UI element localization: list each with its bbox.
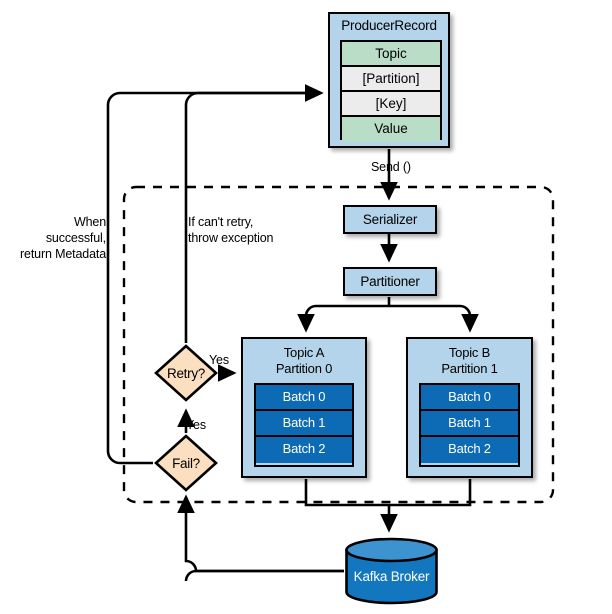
diamond-shape-fail <box>154 434 218 492</box>
field-key: [Key] <box>342 92 440 117</box>
return-metadata-label: When successful, return Metadata <box>14 214 106 262</box>
topic-a-partition: Partition 0 <box>275 360 333 376</box>
merge-from-topic-a <box>304 479 389 507</box>
topic-b-name: Topic B <box>448 345 491 360</box>
throw-exception-line1: If can't retry, <box>188 215 254 229</box>
arrow-broker-to-fail <box>177 494 344 573</box>
kafka-broker-cylinder: Kafka Broker <box>344 537 439 605</box>
partitioner-box: Partitioner <box>343 267 437 296</box>
topic-a-title: Topic A Partition 0 <box>243 345 365 376</box>
yes-label-retry: Yes <box>209 353 229 367</box>
producer-boundary <box>122 185 555 504</box>
topic-b-batches: Batch 0 Batch 1 Batch 2 <box>419 383 520 467</box>
topic-a-name: Topic A <box>283 345 325 360</box>
topic-a-box: Topic A Partition 0 Batch 0 Batch 1 Batc… <box>241 337 367 478</box>
field-partition: [Partition] <box>342 67 440 92</box>
batch-item: Batch 2 <box>421 437 518 463</box>
arrow-return-metadata <box>106 84 324 465</box>
batch-item: Batch 1 <box>256 411 352 437</box>
producer-record-box: ProducerRecord Topic [Partition] [Key] V… <box>328 12 450 148</box>
producer-record-title: ProducerRecord <box>341 18 437 33</box>
batch-item: Batch 1 <box>421 411 518 437</box>
topic-b-box: Topic B Partition 1 Batch 0 Batch 1 Batc… <box>406 337 533 478</box>
diamond-shape-retry <box>154 344 218 402</box>
broker-return-run <box>184 569 344 582</box>
kafka-broker-label: Kafka Broker <box>353 568 430 584</box>
batch-item: Batch 0 <box>421 385 518 411</box>
yes-label-fail: Yes <box>186 418 206 432</box>
retry-label: Retry? <box>167 365 205 381</box>
topic-b-title: Topic B Partition 1 <box>408 345 531 376</box>
return-metadata-line2: return Metadata <box>20 247 106 261</box>
fail-decision: Fail? <box>153 433 219 493</box>
merge-from-topic-b <box>389 479 472 507</box>
arrow-to-topic-b <box>459 304 479 333</box>
batch-item: Batch 2 <box>256 437 352 463</box>
return-metadata-line1: When successful, <box>45 215 106 245</box>
serializer-box: Serializer <box>343 205 437 234</box>
throw-exception-line2: throw exception <box>188 231 274 245</box>
producer-record-fields: Topic [Partition] [Key] Value <box>340 40 442 142</box>
send-label: Send () <box>371 160 411 174</box>
retry-decision: Retry? <box>153 343 219 403</box>
topic-a-batches: Batch 0 Batch 1 Batch 2 <box>254 383 354 467</box>
field-value: Value <box>342 117 440 142</box>
batch-item: Batch 0 <box>256 385 352 411</box>
throw-exception-label: If can't retry, throw exception <box>188 214 273 246</box>
cylinder-shape <box>345 537 438 605</box>
field-topic: Topic <box>342 42 440 67</box>
topic-b-partition: Partition 1 <box>441 360 498 376</box>
arrow-to-topic-a <box>297 304 317 333</box>
fail-label: Fail? <box>172 455 200 471</box>
